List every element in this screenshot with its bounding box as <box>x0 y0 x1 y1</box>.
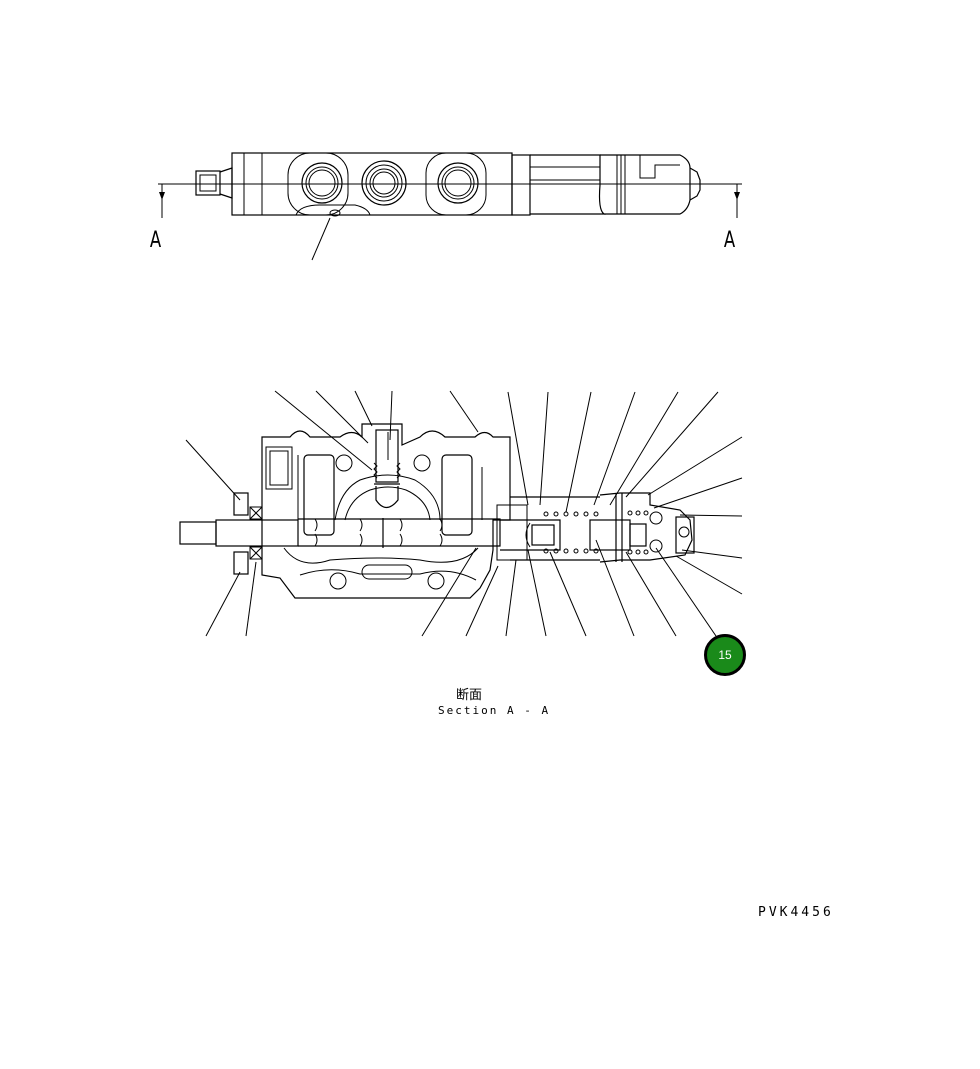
part-callout-15[interactable]: 15 <box>704 634 746 676</box>
section-marker-right: A <box>723 228 736 253</box>
section-marker-left: A <box>149 228 162 253</box>
leader-lines-top <box>185 390 719 513</box>
drawing-id: PVK4456 <box>758 905 834 920</box>
section-view <box>179 390 743 637</box>
section-title-en: Section A - A <box>438 704 551 717</box>
leader-lines-right <box>647 436 743 595</box>
top-view <box>158 152 742 261</box>
leader-lines-bottom <box>205 539 717 637</box>
section-title-jp: 断面 <box>456 688 483 703</box>
